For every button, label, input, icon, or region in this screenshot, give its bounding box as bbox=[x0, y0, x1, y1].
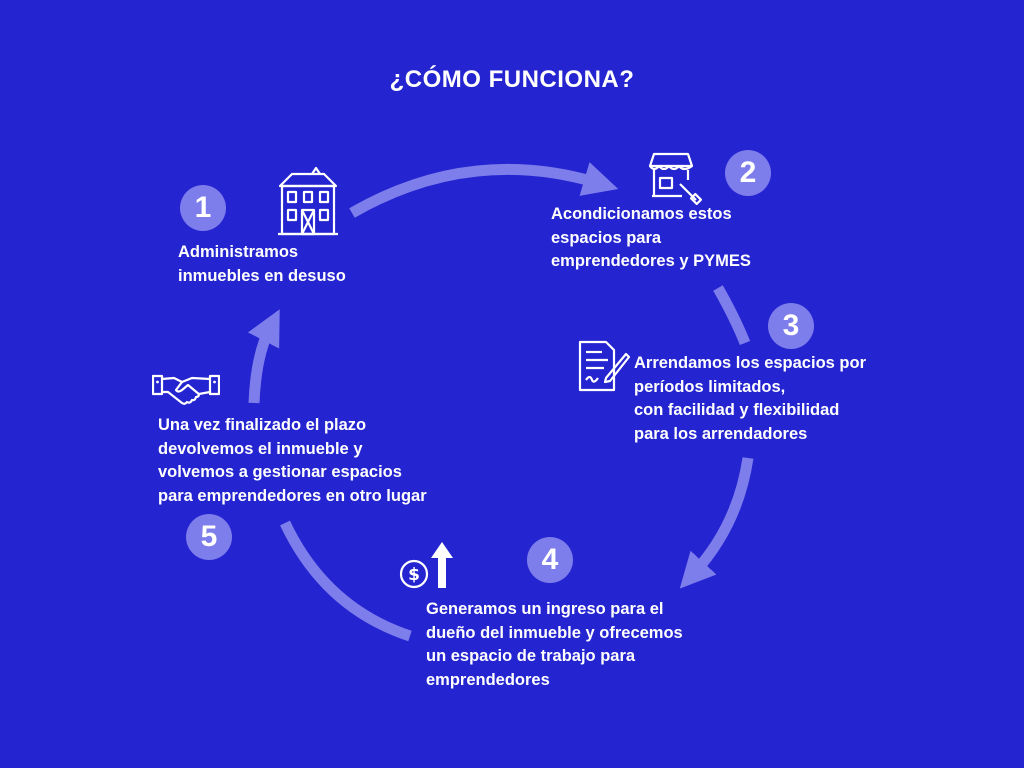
step-4-text: Generamos un ingreso para el dueño del i… bbox=[426, 598, 683, 692]
step-5-line-2: devolvemos el inmueble y bbox=[158, 439, 363, 458]
step-3-line-1: Arrendamos los espacios por bbox=[634, 354, 866, 372]
step-4-number: 4 bbox=[527, 537, 573, 583]
step-5-text: Una vez finalizado el plazo devolvemos e… bbox=[158, 414, 427, 508]
step-2-number: 2 bbox=[725, 150, 771, 196]
step-4-line-4: emprendedores bbox=[426, 670, 550, 689]
step-1-line-2: inmuebles en desuso bbox=[178, 266, 346, 285]
building-icon bbox=[272, 166, 344, 238]
step-5-line-4: para emprendedores en otro lugar bbox=[158, 486, 427, 505]
arrow-step1-to-step2 bbox=[349, 162, 619, 218]
step-1-number: 1 bbox=[180, 185, 226, 231]
step-3-text: Arrendamos los espacios por períodos lim… bbox=[634, 352, 866, 446]
arrow-step5-to-step1 bbox=[247, 309, 280, 404]
step-5-line-3: volvemos a gestionar espacios bbox=[158, 463, 402, 481]
step-2-line-1: Acondicionamos estos bbox=[551, 205, 732, 223]
step-3-number: 3 bbox=[768, 303, 814, 349]
step-2-text: Acondicionamos estos espacios para empre… bbox=[551, 203, 751, 274]
arc-step4-to-step5 bbox=[280, 520, 412, 642]
step-1-text: Administramos inmuebles en desuso bbox=[178, 241, 346, 288]
step-2-line-3: emprendedores y PYMES bbox=[551, 252, 751, 270]
step-3-line-4: para los arrendadores bbox=[634, 424, 808, 443]
step-4-line-1: Generamos un ingreso para el bbox=[426, 600, 664, 618]
storefront-paint-icon bbox=[648, 150, 704, 206]
money-growth-icon: $ bbox=[398, 536, 456, 592]
arc-step2-to-step3 bbox=[713, 285, 751, 346]
arrow-step3-to-step4 bbox=[679, 457, 754, 589]
step-4-line-3: un espacio de trabajo para bbox=[426, 647, 636, 665]
step-2-line-2: espacios para bbox=[551, 228, 662, 247]
svg-text:$: $ bbox=[408, 565, 420, 585]
page-title: ¿CÓMO FUNCIONA? bbox=[389, 66, 635, 93]
step-3-line-3: con facilidad y flexibilidad bbox=[634, 401, 840, 419]
handshake-icon bbox=[152, 370, 220, 406]
step-4-line-2: dueño del inmueble y ofrecemos bbox=[426, 623, 683, 642]
step-5-number: 5 bbox=[186, 514, 232, 560]
contract-document-icon bbox=[576, 340, 630, 394]
step-5-line-1: Una vez finalizado el plazo bbox=[158, 416, 367, 434]
step-3-line-2: períodos limitados, bbox=[634, 377, 786, 396]
step-1-line-1: Administramos bbox=[178, 243, 299, 261]
